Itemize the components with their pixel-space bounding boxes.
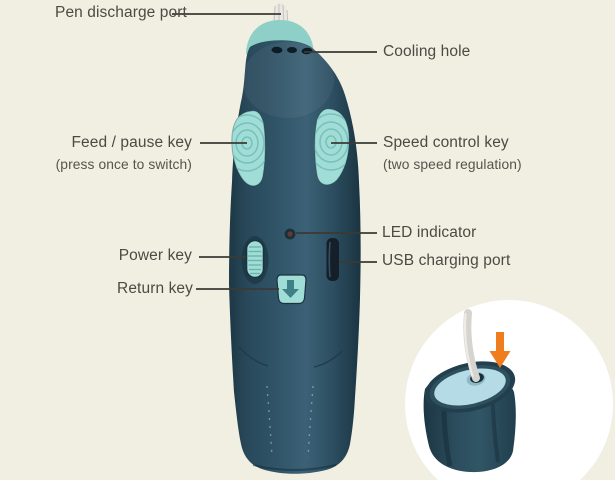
down-arrow-icon: [282, 280, 299, 298]
label-pen-discharge-port: Pen discharge port: [55, 4, 187, 21]
filament-loading-inset: [405, 300, 613, 480]
label-speed-control-key: Speed control key: [383, 134, 509, 151]
speed-control-key-button: [314, 108, 350, 186]
usb-charging-port-slot: [326, 238, 339, 281]
label-usb-charging-port: USB charging port: [382, 252, 511, 269]
body-seams: [238, 346, 343, 471]
label-cooling-hole: Cooling hole: [383, 43, 471, 60]
led-indicator-dot: [284, 228, 296, 240]
label-speed-control-key-sub: (two speed regulation): [383, 157, 522, 172]
pen-rear-view: [423, 361, 516, 473]
leader-lines: [172, 13, 377, 290]
body-top-highlight: [242, 42, 334, 118]
return-key-button: [276, 274, 307, 305]
label-return-key: Return key: [117, 280, 193, 297]
label-feed-pause-key: Feed / pause key: [71, 134, 192, 151]
feed-pause-key-button: [231, 110, 266, 187]
power-key-button: [241, 236, 269, 284]
filament-insert-arrow-icon: [489, 332, 511, 368]
label-feed-pause-key-sub: (press once to switch): [55, 157, 192, 172]
label-led-indicator: LED indicator: [382, 224, 477, 241]
filament-strand: [463, 309, 480, 382]
label-power-key: Power key: [118, 247, 192, 264]
pen-rear-top-surface: [434, 368, 506, 406]
